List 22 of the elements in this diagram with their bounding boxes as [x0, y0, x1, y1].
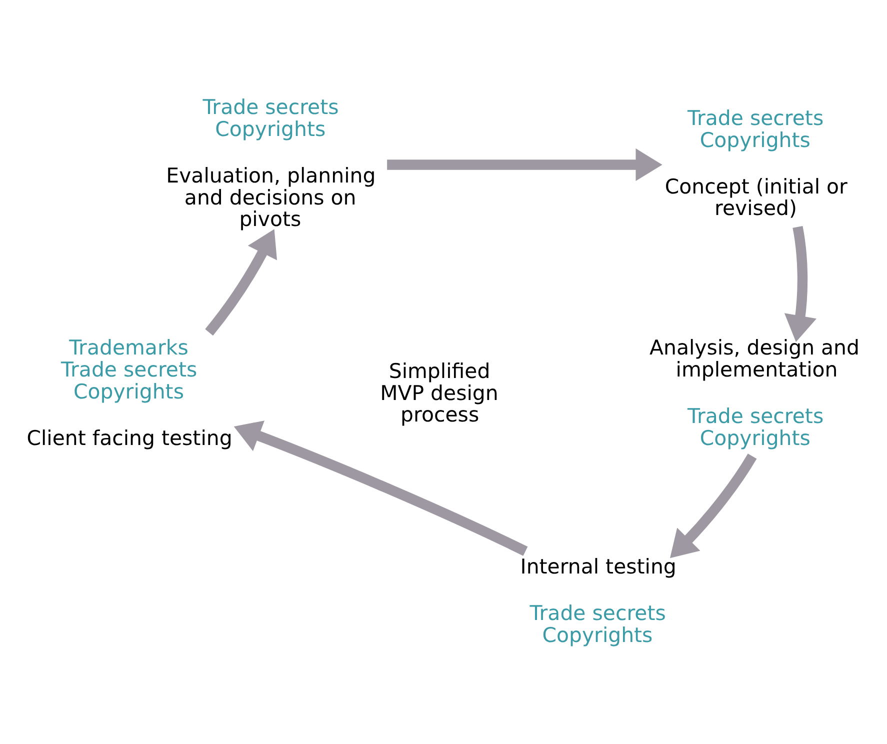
node-label: Trademarks [68, 335, 188, 360]
label: Simplified MVP design process [380, 358, 498, 426]
arrow [204, 228, 276, 336]
node-label: Trade secrets [60, 357, 197, 382]
node-label: Trade secrets [686, 105, 824, 130]
node-text: Analysis, design and implementation [649, 335, 859, 382]
arrow [233, 420, 528, 556]
node-label: Copyrights [699, 127, 810, 152]
arrow [669, 453, 756, 558]
node-label: Trade secrets [202, 94, 338, 119]
node-label: Copyrights [72, 378, 184, 403]
node-text: Concept (initial or revised) [664, 174, 847, 220]
node-label: Trade secrets [686, 404, 824, 428]
arrow [386, 148, 662, 180]
node-text: Client facing testing [26, 425, 232, 450]
node-text: Evaluation, planning and decisions on pivots [166, 162, 376, 231]
node-label: Trade secrets [529, 600, 666, 624]
node-label: Copyrights [214, 116, 326, 140]
node-label: Copyrights [542, 622, 652, 646]
node-label: Copyrights [699, 425, 810, 450]
arrow [784, 226, 816, 342]
node-text: Internal testing [520, 554, 676, 578]
